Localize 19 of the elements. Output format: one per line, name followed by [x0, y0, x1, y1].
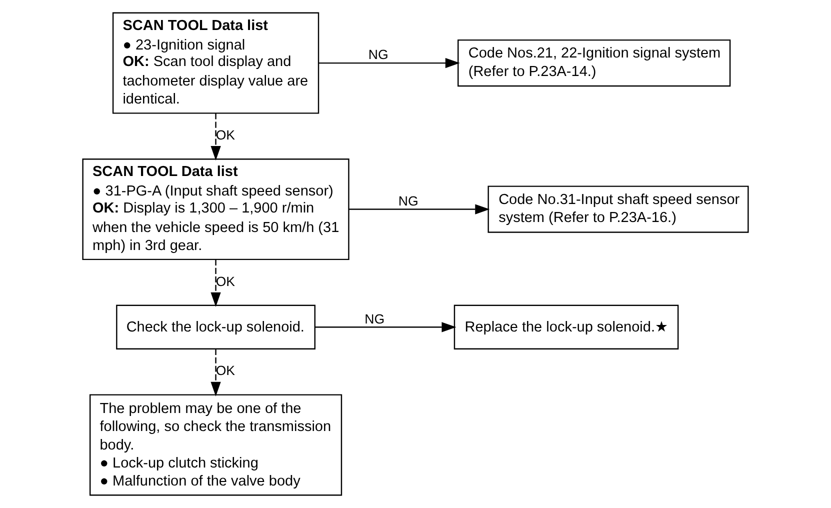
- node-box: SCAN TOOL Data list ● 23-Ignition signal OK: Scan tool display and tachometer display value are identical.: [112, 12, 320, 114]
- arrow: [349, 204, 490, 214]
- edge-label: OK: [216, 363, 236, 378]
- edge-label: NG: [364, 311, 385, 326]
- node-box: Code Nos.21, 22-Ignition signal system (Refer to P.23A-14.): [458, 39, 731, 87]
- arrow: [210, 259, 221, 307]
- node-box: The problem may be one of the following, so check the transmission body. ● Lock-up clutch sticking ● Malfunction of the valve body: [89, 394, 342, 496]
- edge-label: NG: [368, 47, 388, 62]
- edge-label: OK: [216, 274, 236, 289]
- arrow: [318, 58, 460, 68]
- edge-label: OK: [216, 128, 236, 143]
- node-box: Check the lock-up solenoid.: [116, 304, 316, 350]
- arrow: [210, 348, 221, 396]
- arrow: [315, 322, 456, 332]
- node-box: SCAN TOOL Data list ● 31-PG-A (Input shaft speed sensor) OK: Display is 1,300 – 1,900 r/min when the vehicle speed is 50 km/h (31 mph) in 3rd gear.: [82, 158, 350, 260]
- arrow: [210, 113, 221, 161]
- edge-label: NG: [398, 193, 418, 208]
- node-box: Replace the lock-up solenoid.★: [454, 304, 679, 350]
- node-box: Code No.31-Input shaft speed sensor system (Refer to P.23A-16.): [488, 186, 749, 233]
